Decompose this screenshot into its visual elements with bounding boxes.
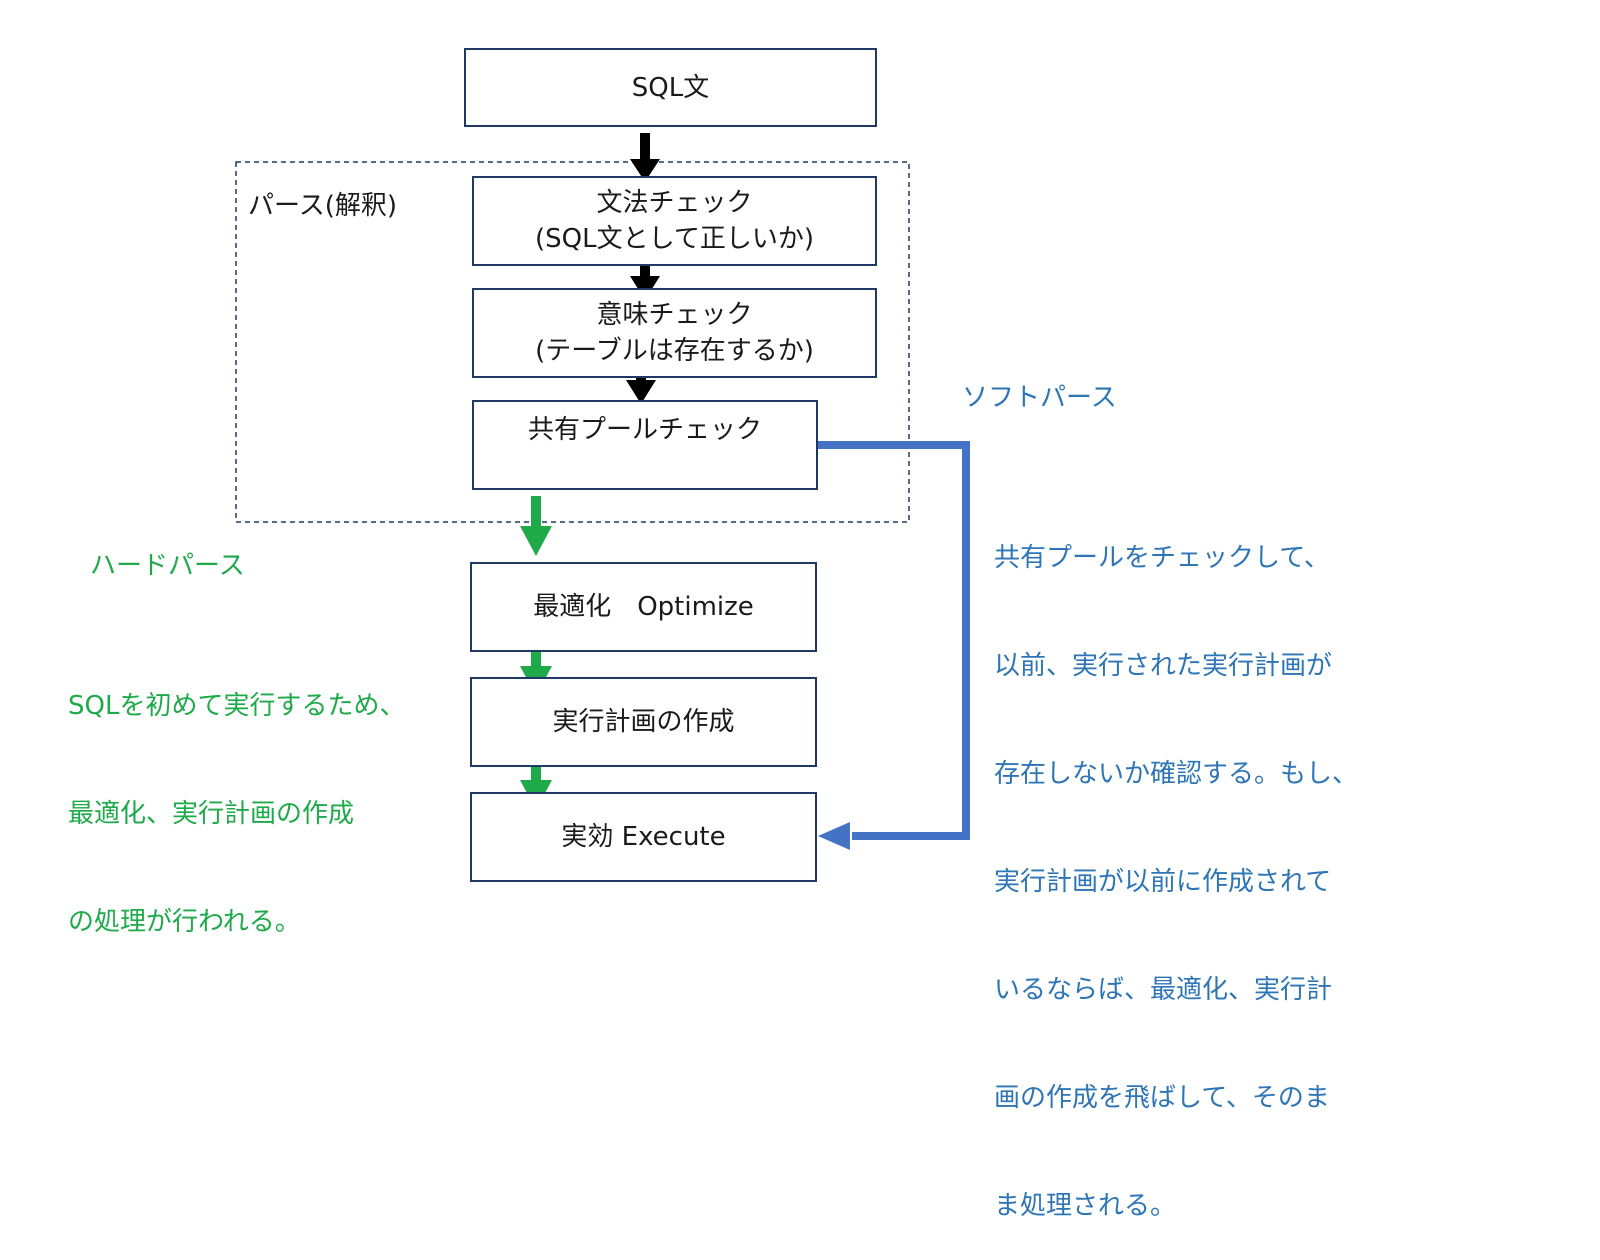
hard-parse-title: ハードパース [90, 551, 245, 581]
syntax-check-title: 文法チェック [596, 188, 753, 218]
semantic-check-box: 意味チェック (テーブルは存在するか) [472, 288, 877, 378]
execution-plan-box: 実行計画の作成 [470, 677, 817, 767]
sql-statement-box: SQL文 [464, 48, 877, 127]
hard-parse-description: SQLを初めて実行するため、 最適化、実行計画の作成 の処理が行われる。 [68, 616, 405, 976]
soft-parse-line: ま処理される。 [994, 1191, 1177, 1221]
optimize-box: 最適化 Optimize [470, 562, 817, 652]
execute-label: 実効 Execute [561, 822, 726, 852]
soft-parse-line: 画の作成を飛ばして、そのま [994, 1083, 1330, 1113]
hard-parse-line: SQLを初めて実行するため、 [68, 691, 406, 721]
soft-parse-line: 共有プールをチェックして、 [994, 543, 1330, 573]
soft-parse-line: 実行計画が以前に作成されて [994, 867, 1332, 897]
parse-group-label: パース(解釈) [248, 191, 397, 221]
semantic-check-subtitle: (テーブルは存在するか) [535, 336, 814, 366]
soft-parse-line: 存在しないか確認する。もし、 [994, 759, 1359, 789]
arrow-sql-to-syntax [630, 133, 660, 182]
soft-parse-connector [818, 441, 970, 850]
arrow-shared-pool-to-optimize [520, 496, 552, 556]
soft-parse-description: 共有プールをチェックして、 以前、実行された実行計画が 存在しないか確認する。も… [994, 468, 1358, 1260]
optimize-label: 最適化 Optimize [533, 592, 754, 622]
semantic-check-title: 意味チェック [596, 300, 753, 330]
sql-statement-label: SQL文 [631, 72, 710, 103]
soft-parse-title: ソフトパース [962, 383, 1117, 413]
syntax-check-subtitle: (SQL文として正しいか) [535, 224, 814, 254]
soft-parse-line: 以前、実行された実行計画が [994, 651, 1333, 681]
execute-box: 実効 Execute [470, 792, 817, 882]
diagram-canvas [235, 133, 970, 850]
shared-pool-check-box: 共有プールチェック [472, 400, 818, 490]
shared-pool-check-label: 共有プールチェック [527, 415, 762, 445]
soft-parse-line: いるならば、最適化、実行計 [994, 975, 1333, 1005]
execution-plan-label: 実行計画の作成 [552, 707, 735, 737]
syntax-check-box: 文法チェック (SQL文として正しいか) [472, 176, 877, 266]
soft-parse-arrowhead [818, 822, 850, 850]
parse-group-boundary [235, 161, 910, 523]
hard-parse-line: 最適化、実行計画の作成 [68, 799, 355, 829]
hard-parse-line: の処理が行われる。 [68, 907, 301, 937]
